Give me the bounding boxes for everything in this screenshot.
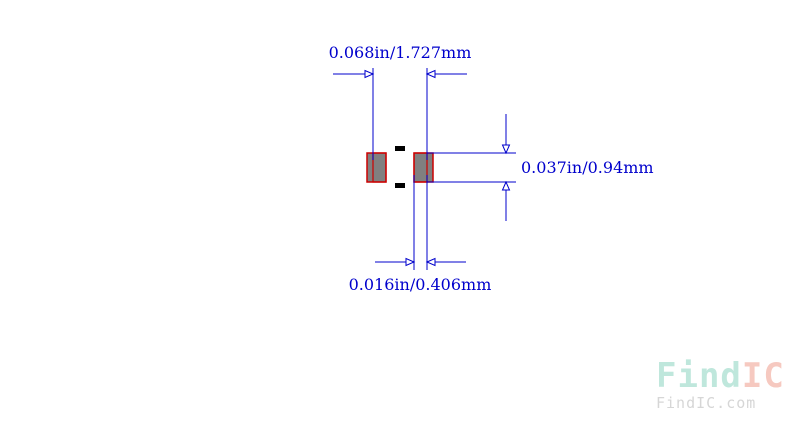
findic-logo: FindIC <box>656 358 786 394</box>
terminal-dimension <box>375 175 466 270</box>
width-arrowhead-bottom <box>501 180 511 191</box>
length-dimension <box>333 68 467 160</box>
width-dimension <box>427 114 516 221</box>
width-arrowhead-top <box>501 144 511 155</box>
polarity-mark-bottom <box>395 183 405 188</box>
width-dimension-label: 0.037in/0.94mm <box>521 158 654 177</box>
findic-watermark: FindIC FindIC.com <box>656 358 786 412</box>
terminal-arrowhead-right <box>425 257 436 267</box>
logo-find-text: Find <box>656 356 742 396</box>
findic-url: FindIC.com <box>656 394 757 412</box>
right-pad <box>413 152 434 183</box>
logo-ic-text: IC <box>741 356 785 396</box>
left-pad <box>366 152 387 183</box>
polarity-mark-top <box>395 146 405 151</box>
terminal-dimension-label: 0.016in/0.406mm <box>349 275 492 294</box>
terminal-arrowhead-left <box>405 257 416 267</box>
component-footprint <box>366 146 434 188</box>
length-dimension-label: 0.068in/1.727mm <box>329 43 472 62</box>
length-arrowhead-left <box>364 69 375 79</box>
length-arrowhead-right <box>425 69 436 79</box>
left-pad-inner <box>372 152 387 183</box>
right-pad-inner <box>413 152 428 183</box>
